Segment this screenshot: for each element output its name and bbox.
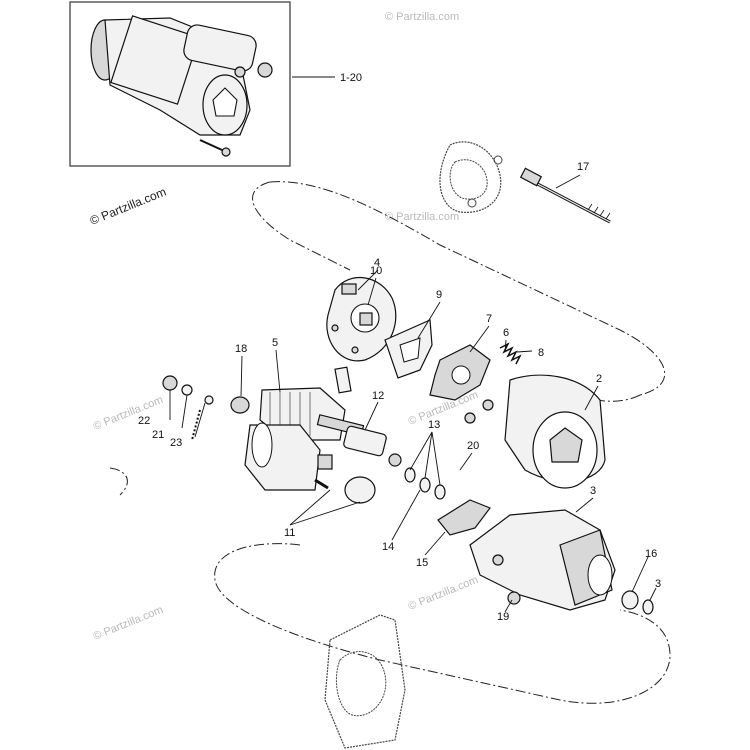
starter-assembly-illustration <box>90 15 273 157</box>
washer-stack-outline <box>109 467 128 496</box>
callout-21: 21 <box>152 429 164 441</box>
callout-12: 12 <box>372 390 384 402</box>
callout-3-lower: 3 <box>655 578 661 590</box>
watermark-bottom-center: © Partzilla.com <box>407 574 480 613</box>
part-6-spring <box>499 342 522 365</box>
part-19-nut <box>507 591 521 605</box>
part-2-yoke-housing <box>464 374 606 489</box>
watermark-mid-left: © Partzilla.com <box>92 394 165 433</box>
part-7-brush-holder <box>429 344 491 401</box>
top-gasket <box>439 141 503 213</box>
callout-labels: 17 4 10 9 7 6 8 2 5 18 12 13 20 11 14 15… <box>138 161 661 623</box>
part-18-cap <box>230 396 250 414</box>
dashed-group-outlines <box>109 181 671 704</box>
leader-lines <box>169 174 657 613</box>
upper-dashed-outline <box>269 181 666 396</box>
callout-18: 18 <box>235 343 247 355</box>
part-3-drive-end-housing <box>469 509 616 611</box>
upper-dashed-outline-left <box>252 181 351 271</box>
callout-8: 8 <box>538 347 544 359</box>
part-4-end-cover <box>326 276 397 362</box>
dust-cap <box>344 476 376 504</box>
callout-17: 17 <box>577 161 589 173</box>
watermark-mid-right: © Partzilla.com <box>385 211 459 223</box>
part-15-shift-lever <box>437 499 491 536</box>
callout-2: 2 <box>596 373 602 385</box>
callout-20: 20 <box>467 440 479 452</box>
callout-23: 23 <box>170 437 182 449</box>
callout-7: 7 <box>486 313 492 325</box>
callout-6: 6 <box>503 327 509 339</box>
callout-1-20: 1-20 <box>340 72 362 84</box>
callout-4: 4 <box>374 257 380 269</box>
callout-19: 19 <box>497 611 509 623</box>
part-16-bearing <box>621 590 639 610</box>
callout-5: 5 <box>272 337 278 349</box>
callout-15: 15 <box>416 557 428 569</box>
watermark-main: © Partzilla.com <box>88 185 168 228</box>
lower-mounting-plate <box>324 614 406 749</box>
callout-16: 16 <box>645 548 657 560</box>
callout-11: 11 <box>284 527 295 539</box>
callout-13: 13 <box>428 419 440 431</box>
parts-21-22-23-terminal-hardware <box>162 375 214 441</box>
part-3-snap-ring <box>642 599 654 615</box>
watermark-top-right: © Partzilla.com <box>385 11 459 23</box>
inset-complete-starter: 1-20 <box>69 1 362 167</box>
callout-10: 10 <box>370 265 382 277</box>
callout-9: 9 <box>436 289 442 301</box>
callout-14: 14 <box>382 541 394 553</box>
part-10-bushing <box>334 366 352 394</box>
callout-22: 22 <box>138 415 150 427</box>
callout-3-upper: 3 <box>590 485 596 497</box>
part-12-plunger <box>343 425 402 467</box>
part-11-solenoid <box>244 422 333 491</box>
lower-dashed-outline <box>214 543 671 704</box>
part-17-through-bolt <box>519 167 611 224</box>
watermark-bottom-left: © Partzilla.com <box>92 604 165 643</box>
part-13-washers <box>404 467 446 500</box>
